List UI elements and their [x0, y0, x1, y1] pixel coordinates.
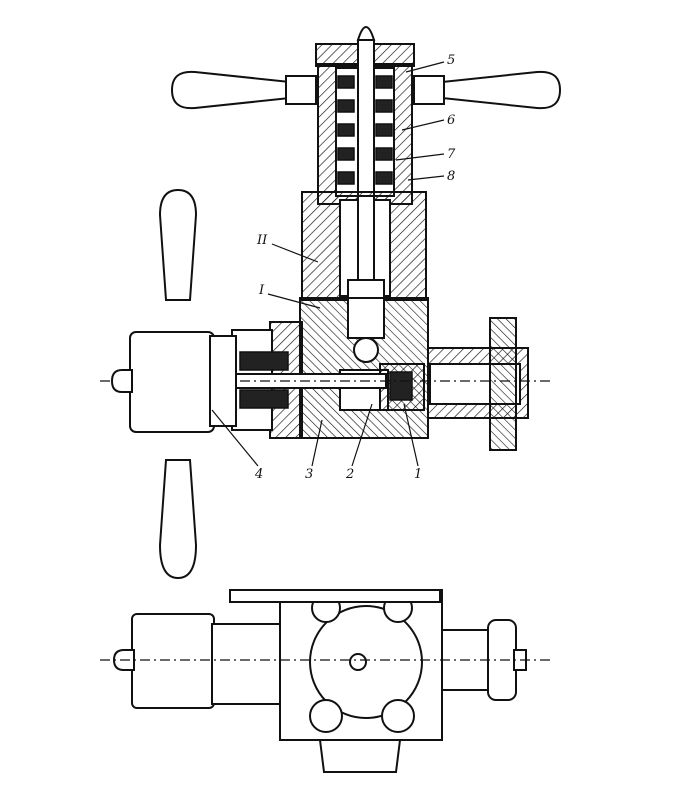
- left-handle: [170, 70, 291, 110]
- label-3: 3: [305, 467, 313, 482]
- callouts: 5 6 7 8 II I 4 3 2 1: [211, 53, 456, 482]
- right-handle: [441, 70, 562, 110]
- label-2: 2: [345, 467, 354, 482]
- label-6: 6: [447, 113, 455, 128]
- spring: [337, 75, 393, 185]
- label-8: 8: [447, 169, 455, 184]
- top-handwheel-assembly: [170, 26, 562, 301]
- label-5: 5: [447, 53, 455, 68]
- label-I: I: [258, 283, 265, 298]
- label-7: 7: [447, 147, 456, 162]
- upper-side-handle: [158, 188, 198, 301]
- plan-view: [100, 589, 550, 773]
- side-handwheel-assembly: [110, 188, 237, 580]
- label-1: 1: [414, 467, 422, 482]
- label-II: II: [256, 233, 268, 248]
- label-4: 4: [254, 467, 263, 482]
- lower-side-handle: [158, 459, 198, 580]
